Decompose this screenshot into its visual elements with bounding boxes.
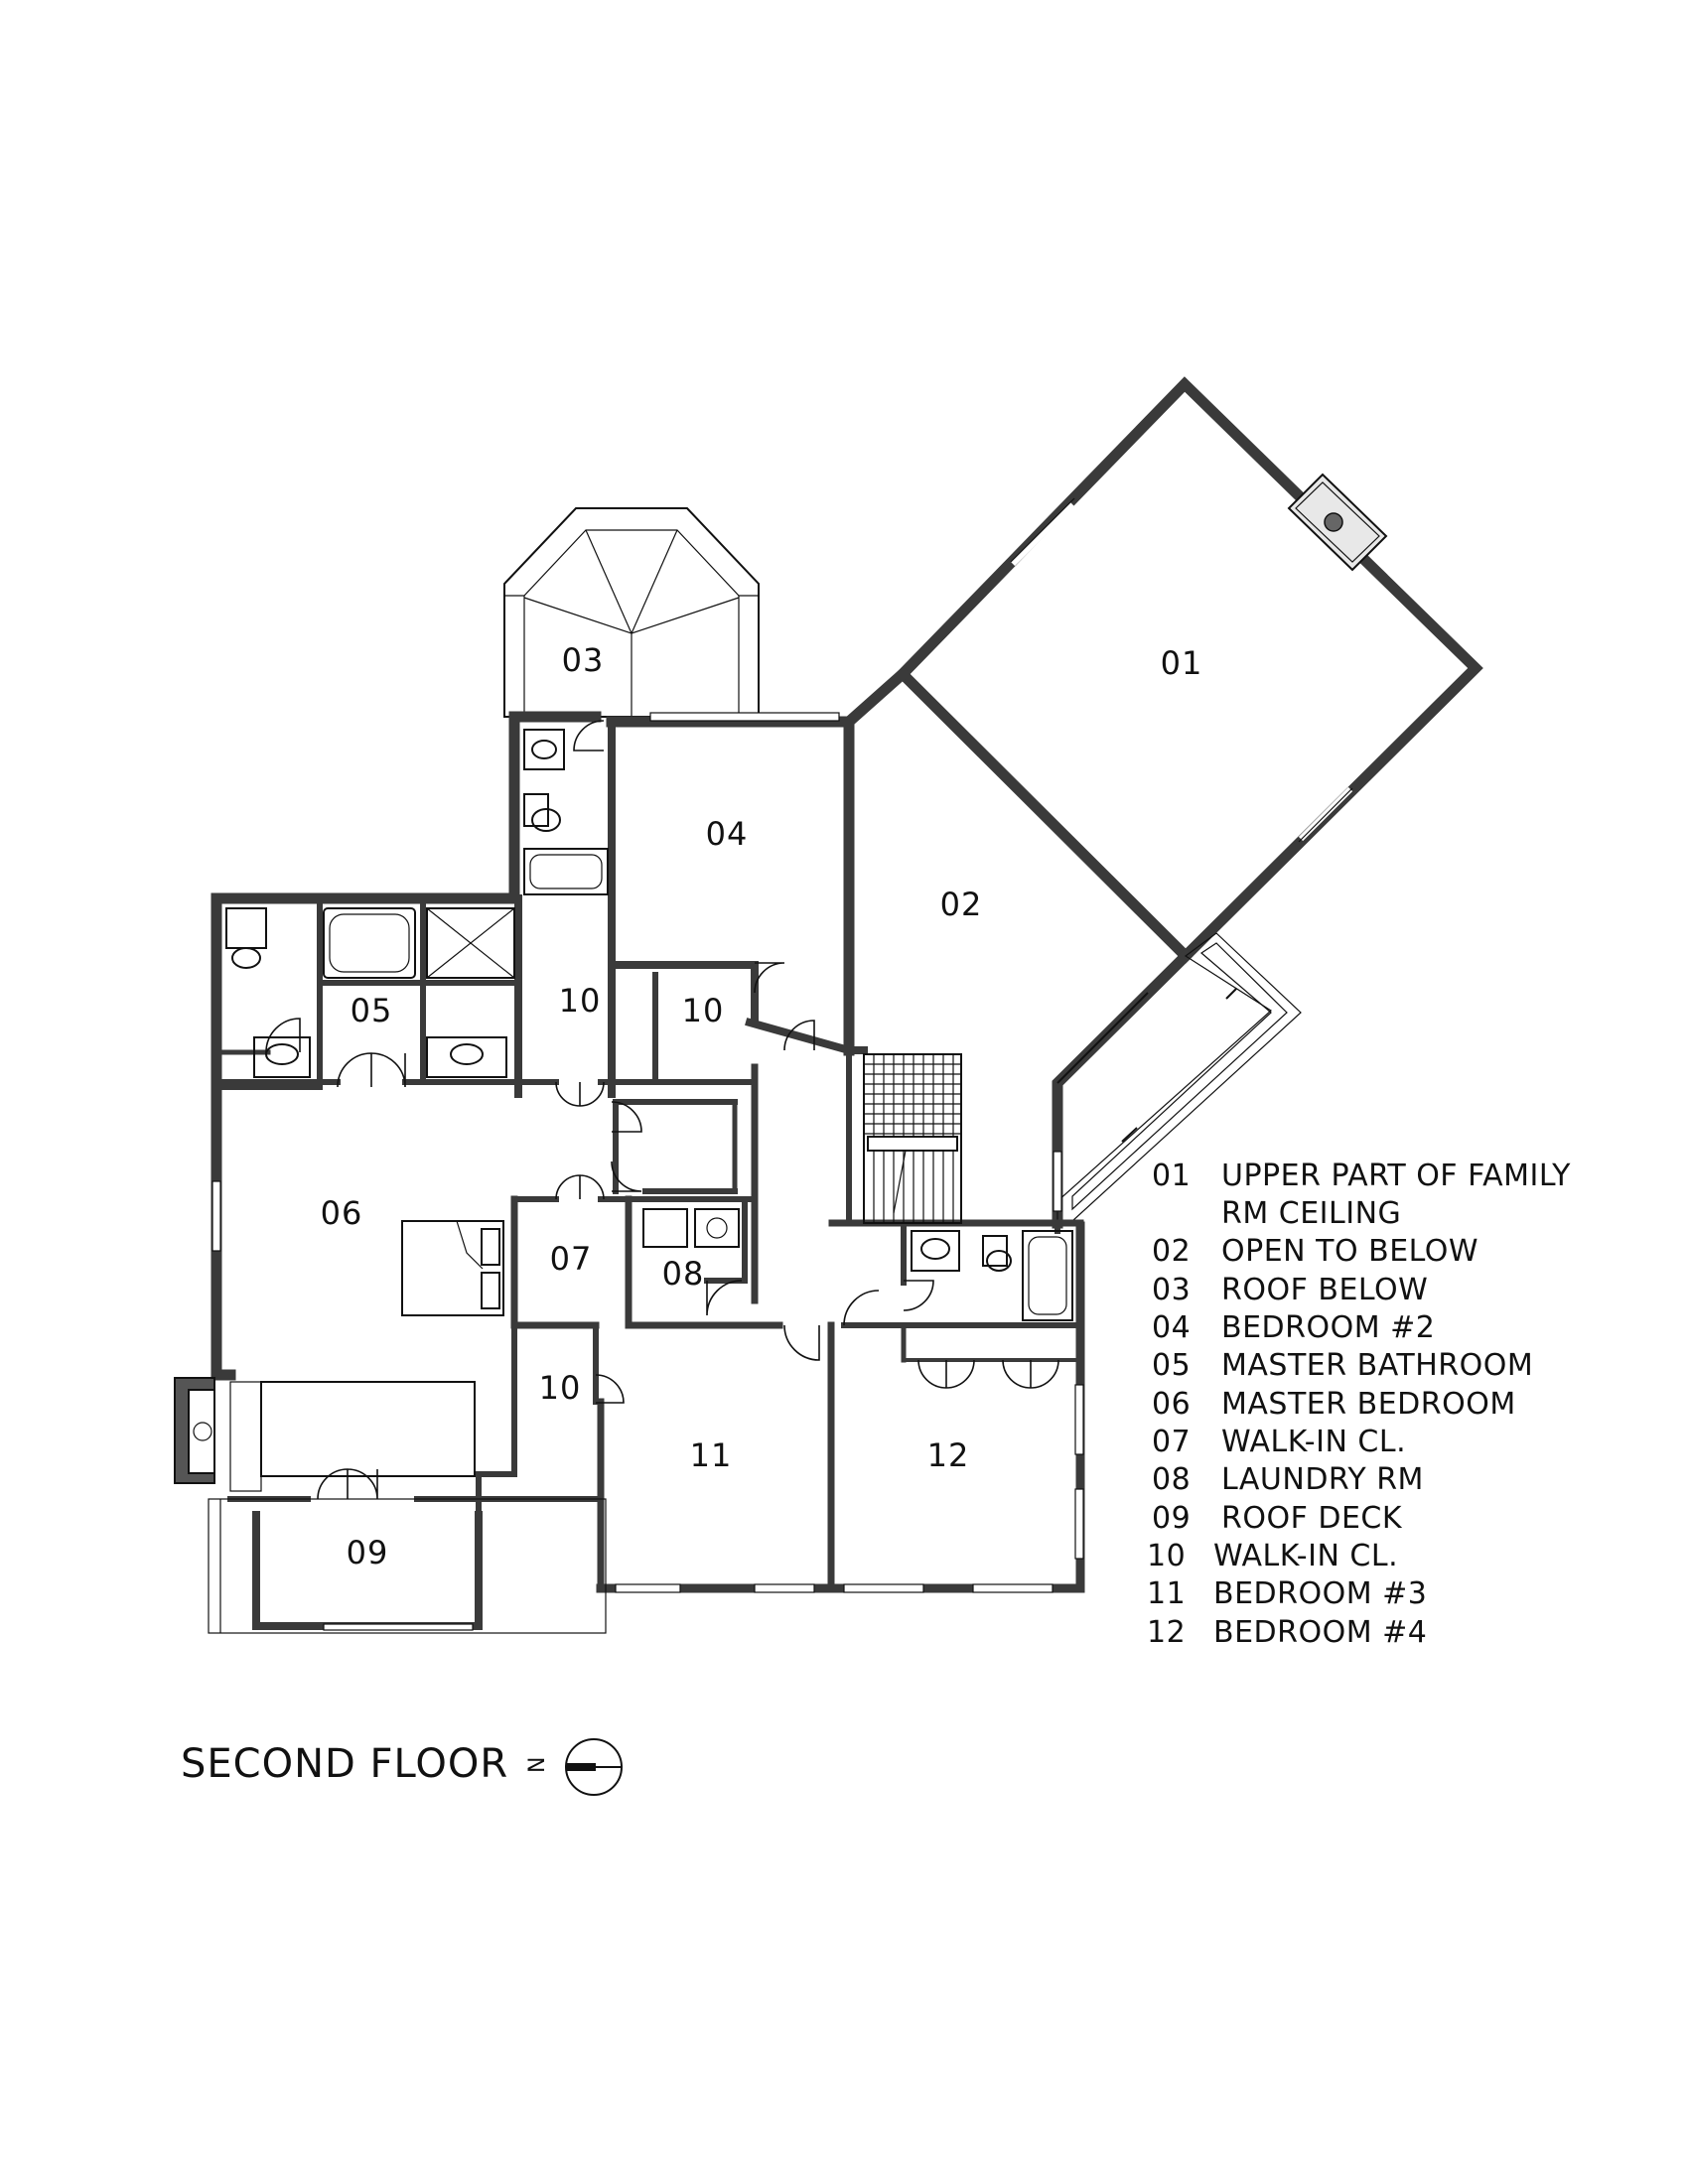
shower [426,907,515,979]
legend-label-09: ROOF DECK [1221,1501,1403,1536]
sink [523,729,565,770]
room-label-08: 08 [662,1255,705,1293]
washer [642,1208,688,1248]
master-fireplace [174,1377,215,1484]
dryer [694,1208,740,1248]
legend-number-08: 08 [1152,1462,1191,1497]
north-arrow-icon: N [525,1738,623,1796]
laundry-fixtures [642,1208,740,1248]
roof-below-bay [503,507,760,718]
room-label-11: 11 [690,1436,733,1474]
window [1298,787,1353,843]
legend-label-08: LAUNDRY RM [1221,1462,1424,1497]
chimney [1287,473,1388,572]
legend-number-02: 02 [1152,1234,1191,1269]
exterior-walls [211,711,1085,1630]
room-label-03: 03 [562,641,605,679]
room-label-04: 04 [706,815,749,853]
room-label-06: 06 [321,1194,363,1232]
window [323,1623,474,1631]
legend-number-12: 12 [1147,1615,1186,1650]
bed [401,1220,504,1316]
room-label-10-closet-a: 10 [559,982,602,1020]
legend-number-03: 03 [1152,1273,1191,1307]
legend-label-07: WALK-IN CL. [1221,1425,1406,1459]
window [211,1180,221,1252]
interior-walls [213,718,1084,1592]
room-legend: 01 UPPER PART OF FAMILY RM CEILING 02 OP… [1147,1159,1571,1650]
legend-number-07: 07 [1152,1425,1191,1459]
roof-deck-railing [208,1498,607,1634]
legend-number-05: 05 [1152,1348,1191,1383]
sink [426,1036,507,1078]
legend-number-10: 10 [1147,1539,1186,1573]
master-bath-fixtures [225,907,515,1078]
window [972,1583,1054,1593]
window [649,712,840,722]
window [1053,1151,1062,1212]
legend-number-04: 04 [1152,1310,1191,1345]
legend-label-01-line2: RM CEILING [1221,1196,1401,1231]
window [843,1583,924,1593]
toilet [225,907,267,949]
room-label-05: 05 [351,992,393,1029]
legend-label-02: OPEN TO BELOW [1221,1234,1478,1269]
room-labels: 01 02 03 04 05 06 07 08 09 10 10 10 11 1… [321,641,1203,1571]
room-label-07: 07 [550,1240,593,1278]
window [1074,1488,1084,1560]
bathtub [523,848,609,895]
room-label-12: 12 [927,1436,970,1474]
legend-number-09: 09 [1152,1501,1191,1536]
legend-label-10: WALK-IN CL. [1213,1539,1398,1573]
drawing-title: SECOND FLOOR [181,1741,508,1787]
master-bedroom-niche [229,1381,476,1492]
windows [211,712,1084,1631]
window [1298,786,1353,842]
window [754,1583,815,1593]
room-label-10-closet-c: 10 [539,1369,582,1407]
toilet [982,1235,1008,1267]
legend-label-05: MASTER BATHROOM [1221,1348,1533,1383]
room-label-02: 02 [940,886,983,923]
legend-label-06: MASTER BEDROOM [1221,1387,1516,1422]
legend-label-12: BEDROOM #4 [1213,1615,1427,1650]
bedroom-2-bath-fixtures [523,729,609,895]
window [1010,501,1075,567]
staircase [863,1053,962,1224]
legend-number-06: 06 [1152,1387,1191,1422]
window [1010,497,1075,563]
legend-label-11: BEDROOM #3 [1213,1576,1427,1611]
bathtub [1022,1230,1073,1321]
legend-number-11: 11 [1147,1576,1186,1611]
room-label-09: 09 [347,1534,389,1571]
window [615,1583,681,1593]
sink [253,1036,311,1078]
bathtub [323,907,416,979]
hall-bath-fixtures [911,1230,1073,1321]
north-letter: N [525,1757,550,1773]
room-label-10-closet-b: 10 [682,992,725,1029]
room-label-01: 01 [1161,644,1203,682]
legend-label-03: ROOF BELOW [1221,1273,1428,1307]
sink [911,1230,960,1272]
legend-label-01-line1: UPPER PART OF FAMILY [1221,1159,1571,1193]
window [1074,1384,1084,1455]
legend-label-04: BEDROOM #2 [1221,1310,1435,1345]
drawing-title-block: SECOND FLOOR N [181,1738,623,1796]
door-swings [265,720,1059,1500]
legend-number-01: 01 [1152,1159,1191,1193]
